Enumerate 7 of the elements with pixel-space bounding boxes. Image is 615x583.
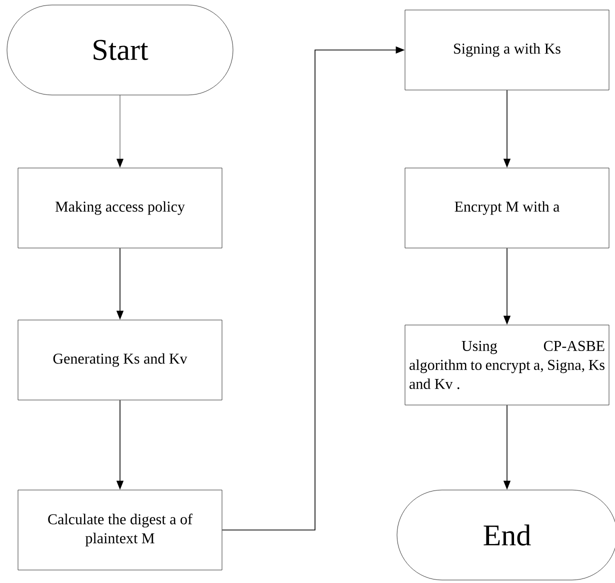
process-box: Encrypt M with a [404, 168, 610, 248]
process-box: Using CP-ASBE algorithm to encrypt a, Signa, Ks and Kv . [404, 324, 610, 406]
process-box: Making access policy [18, 168, 222, 248]
process-box: Signing a with Ks [404, 10, 610, 90]
process-box: Generating Ks and Kv [18, 320, 222, 400]
arrow [116, 95, 124, 168]
process-box: Calculate the digest a of plaintext M [18, 490, 222, 570]
